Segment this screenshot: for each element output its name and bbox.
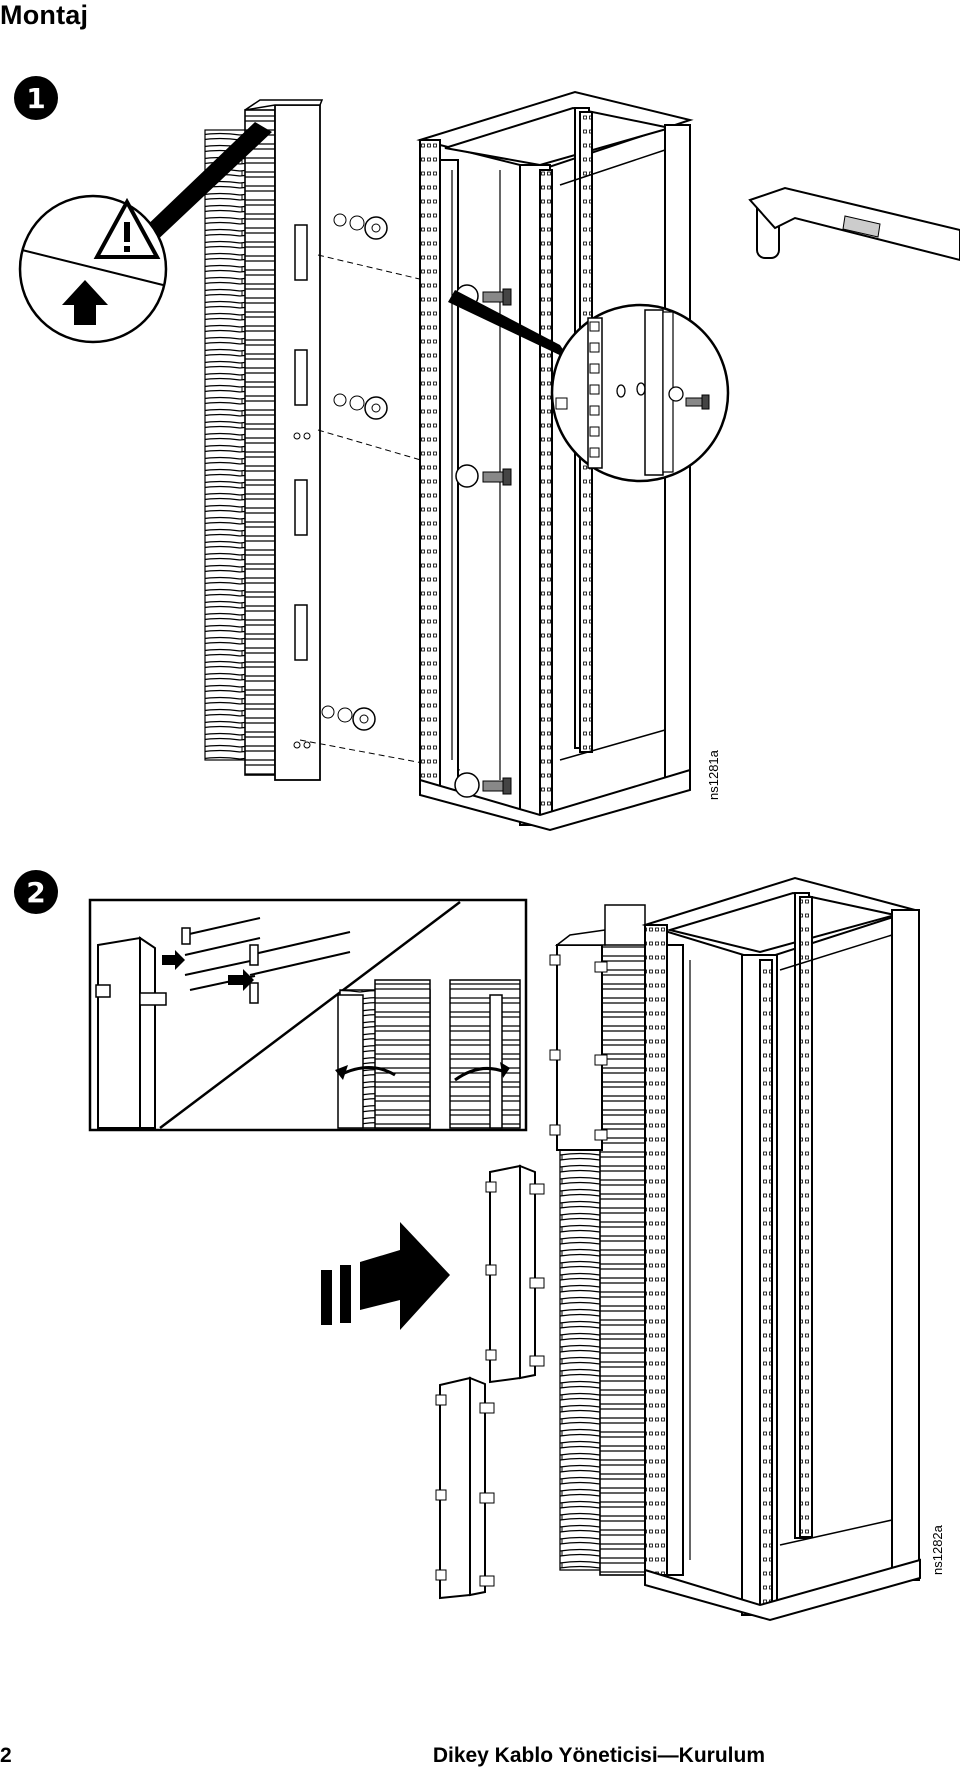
up-arrow-icon [62, 280, 108, 325]
socket-wrench-icon [748, 186, 960, 262]
screw-2 [455, 464, 512, 488]
step-1-badge: 1 [14, 76, 58, 120]
washer-set-middle [333, 393, 388, 420]
page-title: Montaj [0, 0, 89, 30]
screw-3 [454, 772, 512, 798]
washer-set-top [333, 213, 388, 240]
figure-code-step-2: ns1282a [930, 1525, 945, 1575]
step-2-badge: 2 [14, 870, 58, 914]
warning-triangle-icon [93, 197, 161, 259]
warning-callout [18, 122, 272, 344]
washer-set-bottom [321, 705, 376, 731]
rack-frame-step-1 [416, 90, 694, 832]
footer-title: Dikey Kablo Yöneticisi—Kurulum [432, 1744, 765, 1767]
cable-manager-step-1 [204, 99, 324, 781]
page-number: 2 [0, 1744, 12, 1767]
detail-callout [448, 290, 730, 483]
